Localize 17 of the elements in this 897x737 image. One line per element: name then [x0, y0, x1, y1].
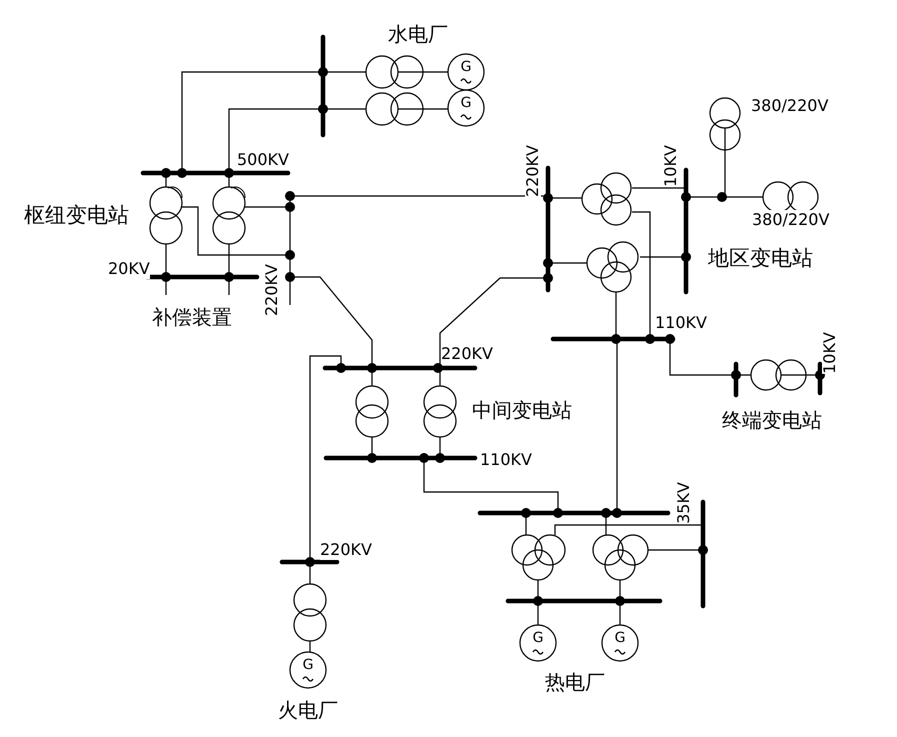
plant-name: 水电厂	[388, 22, 448, 47]
generator-letter: G	[460, 60, 472, 74]
device-name: 补偿装置	[152, 305, 232, 330]
generator-letter: G	[302, 658, 314, 672]
generator-letter: G	[460, 96, 472, 110]
plant-name: 热电厂	[545, 670, 605, 695]
voltage-label: 10KV	[663, 145, 679, 187]
plant-name: 火电厂	[278, 698, 338, 723]
voltage-label: 20KV	[108, 259, 150, 279]
voltage-label: 35KV	[676, 482, 692, 524]
generator-letter: G	[614, 631, 626, 645]
voltage-label: 10KV	[822, 332, 838, 374]
voltage-label: 220KV	[264, 264, 280, 316]
generator-letter: G	[532, 631, 544, 645]
voltage-label: 220KV	[525, 145, 541, 197]
substation-name: 中间变电站	[472, 398, 572, 423]
voltage-label: 220KV	[320, 540, 372, 560]
